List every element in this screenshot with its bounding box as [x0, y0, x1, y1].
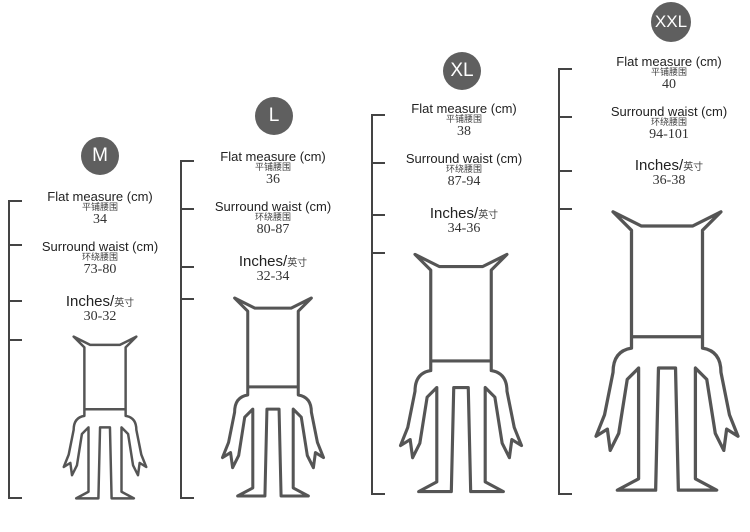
ruler-xxl [558, 68, 560, 494]
size-l-waist-value: 80-87 [256, 222, 290, 238]
size-xl-waist-value: 87-94 [447, 174, 481, 190]
ruler-tick [8, 300, 22, 302]
ruler-tick [180, 497, 194, 499]
ruler-tick [8, 200, 22, 202]
size-l-flat-value: 36 [266, 172, 280, 188]
size-badge-m: M [81, 137, 119, 175]
size-m-flat-label: Flat measure (cm) 平铺腰围 34 [5, 190, 195, 228]
size-badge-xl: XL [443, 52, 481, 90]
body-figure-xxl-icon [594, 210, 740, 492]
ruler-tick [371, 493, 385, 495]
ruler-tick [8, 497, 22, 499]
size-m-inch-value: 30-32 [83, 308, 117, 324]
size-xxl-waist-value: 94-101 [649, 127, 689, 143]
ruler-tick [180, 160, 194, 162]
ruler-tick [558, 68, 572, 70]
body-figure-l-icon [220, 296, 326, 498]
size-xl-waist-label: Surround waist (cm) 环绕腰围 87-94 [369, 152, 559, 190]
size-m-waist-label: Surround waist (cm) 环绕腰围 73-80 [5, 240, 195, 278]
size-m-inch-label: Inches/英寸 30-32 [5, 294, 195, 324]
size-l-inch-label: Inches/英寸 32-34 [178, 254, 368, 284]
size-badge-l: L [255, 97, 293, 135]
ruler-tick [180, 208, 194, 210]
size-xxl-flat-label: Flat measure (cm) 平铺腰围 40 [574, 55, 750, 93]
size-xxl-inch-label: Inches/英寸 36-38 [574, 158, 750, 188]
size-xxl-waist-label: Surround waist (cm) 环绕腰围 94-101 [574, 105, 750, 143]
ruler-xl [371, 114, 373, 494]
ruler-tick [180, 266, 194, 268]
body-figure-xl-icon [398, 252, 524, 494]
size-xxl-flat-value: 40 [662, 77, 676, 93]
size-m-flat-value: 34 [93, 212, 107, 228]
ruler-tick [8, 339, 22, 341]
size-xl-inch-value: 34-36 [447, 220, 481, 236]
size-l-inch-value: 32-34 [256, 268, 290, 284]
size-xl-inch-label: Inches/英寸 34-36 [369, 206, 559, 236]
size-l-flat-label: Flat measure (cm) 平铺腰围 36 [178, 150, 368, 188]
body-figure-m-icon [62, 335, 148, 500]
ruler-m [8, 200, 10, 498]
ruler-tick [371, 252, 385, 254]
size-xl-flat-value: 38 [457, 124, 471, 140]
size-m-waist-value: 73-80 [83, 262, 117, 278]
ruler-tick [558, 208, 572, 210]
ruler-tick [371, 114, 385, 116]
ruler-tick [371, 214, 385, 216]
ruler-tick [558, 116, 572, 118]
ruler-tick [180, 298, 194, 300]
size-l-waist-label: Surround waist (cm) 环绕腰围 80-87 [178, 200, 368, 238]
size-xxl-inch-value: 36-38 [652, 172, 686, 188]
ruler-tick [558, 170, 572, 172]
ruler-l [180, 160, 182, 498]
ruler-tick [371, 162, 385, 164]
ruler-tick [558, 493, 572, 495]
ruler-tick [8, 244, 22, 246]
size-xl-flat-label: Flat measure (cm) 平铺腰围 38 [369, 102, 559, 140]
size-badge-xxl: XXL [651, 2, 691, 42]
